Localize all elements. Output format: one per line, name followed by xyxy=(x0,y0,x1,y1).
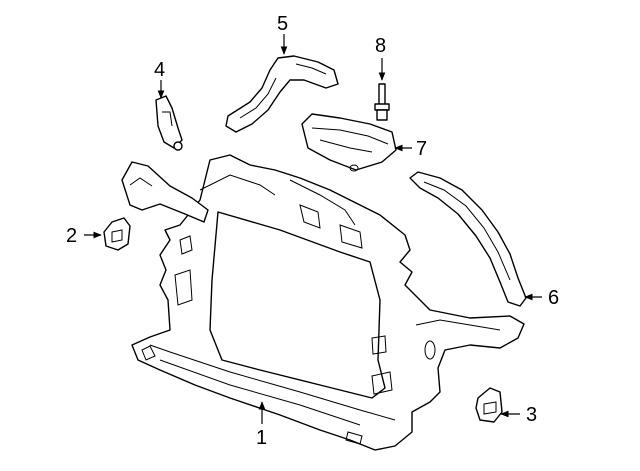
callout-3: 3 xyxy=(526,404,537,426)
leader-lines xyxy=(84,34,542,424)
callout-7: 7 xyxy=(416,138,427,160)
part-5-brace xyxy=(225,55,339,133)
radiator-support-frame xyxy=(131,154,525,451)
callout-4: 4 xyxy=(154,59,165,81)
callout-6: 6 xyxy=(548,287,559,309)
callout-8: 8 xyxy=(375,35,386,57)
part-3-bracket xyxy=(475,387,503,423)
part-4-bracket xyxy=(155,95,183,151)
part-6-brace xyxy=(409,171,527,307)
callout-5: 5 xyxy=(277,13,288,35)
callout-1: 1 xyxy=(256,427,267,449)
part-2-bracket xyxy=(103,217,131,251)
callout-2: 2 xyxy=(66,225,77,247)
frame-upper-left-arm xyxy=(121,161,209,223)
part-7-bracket xyxy=(301,113,397,172)
part-8-bolt xyxy=(374,83,390,121)
